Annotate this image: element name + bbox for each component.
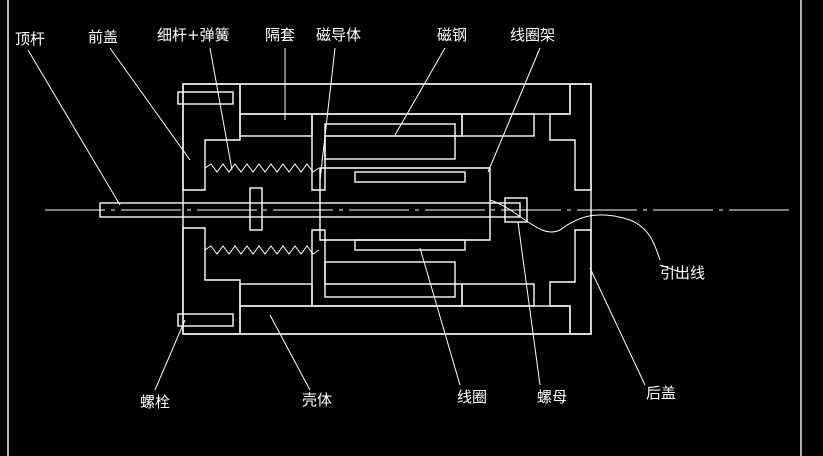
magnet-steel-bottom	[324, 261, 456, 298]
leader-lines	[27, 47, 681, 391]
spring-bottom	[204, 245, 320, 255]
leader-coil	[419, 247, 461, 386]
spacer-sleeve-bottom-right	[461, 283, 535, 307]
housing-top-wall	[239, 83, 571, 115]
label-coil-frame: 线圈架	[510, 26, 555, 44]
label-rear-cover: 后盖	[646, 384, 676, 402]
leader-top-rod	[27, 49, 121, 206]
label-magnet-steel: 磁钢	[437, 26, 467, 44]
leader-bolt	[154, 319, 186, 391]
bolt-top	[177, 91, 234, 105]
coil-top	[354, 171, 466, 183]
magnet-steel-top	[324, 123, 456, 160]
front-cover	[182, 83, 241, 191]
magnetic-conductor-bottom	[311, 229, 463, 307]
leader-front-cover	[109, 47, 191, 161]
leader-magnet-steel	[394, 47, 446, 136]
leader-nut	[517, 221, 541, 386]
coil-bottom	[354, 239, 466, 251]
spacer-sleeve-bottom-left	[239, 283, 313, 307]
spacer-sleeve-top-right	[461, 113, 535, 137]
rear-cover	[549, 83, 592, 191]
magnetic-conductor-top	[311, 113, 463, 191]
spacer-sleeve-top-left	[239, 113, 313, 137]
rear-cover-lower	[549, 229, 592, 335]
label-lead-wire: 引出线	[660, 264, 705, 282]
label-housing: 壳体	[302, 391, 332, 409]
bolt-bottom	[177, 313, 234, 327]
leader-magnetic-conductor	[319, 47, 336, 181]
label-magnetic-conductor: 磁导体	[316, 26, 361, 44]
thin-rod-collar	[249, 187, 263, 231]
front-cover-lower	[182, 227, 241, 335]
leader-housing	[269, 314, 311, 391]
label-bolt: 螺栓	[140, 393, 170, 411]
top-rod	[99, 202, 521, 218]
label-coil: 线圈	[457, 388, 487, 406]
label-nut: 螺母	[537, 388, 567, 406]
leader-rear-cover	[589, 267, 646, 386]
nut	[504, 197, 528, 223]
label-front-cover: 前盖	[88, 28, 118, 46]
leader-coil-frame	[487, 47, 541, 173]
label-spacer-sleeve: 隔套	[265, 26, 295, 44]
label-thin-rod-spring: 细杆+弹簧	[157, 26, 230, 44]
lead-wire	[489, 199, 661, 261]
leader-lead-wire	[659, 264, 681, 273]
housing-bottom-wall	[239, 305, 571, 335]
label-top-rod: 顶杆	[15, 30, 45, 48]
spring-top	[204, 163, 320, 173]
leader-thin-rod-spring	[209, 47, 233, 171]
coil-frame	[319, 167, 491, 241]
